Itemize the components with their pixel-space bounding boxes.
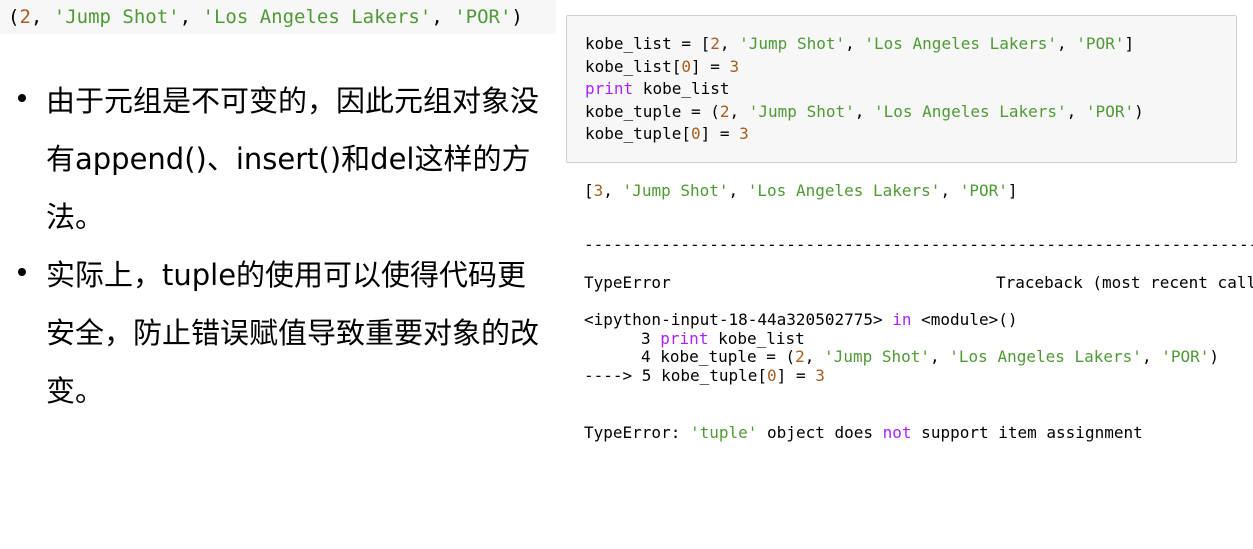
tuple-string-3: 'POR' — [454, 6, 512, 28]
code-line-3: print kobe_list — [585, 78, 1236, 101]
list-output: [3, 'Jump Shot', 'Los Angeles Lakers', '… — [584, 180, 1018, 202]
code-token: kobe_tuple = ( — [585, 101, 720, 121]
trace-number: 3 — [815, 365, 825, 385]
trace-token: ) — [1209, 347, 1220, 367]
trace-keyword: print — [660, 328, 709, 348]
output-token: , — [603, 181, 623, 200]
error-keyword: not — [882, 423, 912, 442]
trace-token: , — [1141, 347, 1162, 367]
error-arrow-icon: ----> — [584, 365, 642, 385]
trace-token: kobe_tuple[ — [651, 365, 768, 385]
line-number: 5 — [641, 365, 652, 385]
trace-token: , — [930, 347, 950, 367]
open-paren: ( — [8, 6, 20, 28]
code-token: , — [719, 34, 740, 53]
trace-token: <ipython-input-18-44a320502775> — [584, 311, 893, 329]
traceback-location: <ipython-input-18-44a320502775> in <modu… — [584, 311, 1253, 330]
output-string: 'Jump Shot' — [622, 181, 729, 200]
code-string: 'Los Angeles Lakers' — [874, 101, 1067, 121]
output-token: , — [728, 181, 748, 200]
trace-token: ] = — [776, 365, 816, 385]
trace-token: , — [804, 347, 825, 367]
code-string: 'POR' — [1085, 101, 1135, 121]
code-token: ] = — [700, 124, 740, 144]
trace-number: 2 — [795, 347, 805, 367]
output-token: [ — [584, 181, 594, 200]
output-number: 3 — [593, 181, 604, 200]
error-token: TypeError: — [584, 423, 690, 442]
traceback-frame-5: ----> 5 kobe_tuple[0] = 3 — [584, 365, 1253, 386]
bullet-text: 实际上，tuple的使用可以使得代码更安全，防止错误赋值导致重要对象的改变。 — [46, 258, 540, 408]
trace-keyword: in — [892, 311, 912, 329]
separator: , — [179, 6, 203, 28]
traceback-frame-4: 4 kobe_tuple = (2, 'Jump Shot', 'Los Ang… — [584, 347, 1253, 367]
code-string: 'Los Angeles Lakers' — [864, 34, 1058, 53]
code-string: 'Jump Shot' — [739, 34, 846, 53]
bullet-list: 由于元组是不可变的，因此元组对象没有append()、insert()和del这… — [18, 72, 548, 420]
traceback-divider: ----------------------------------------… — [584, 235, 1253, 254]
code-token: ] = — [690, 56, 730, 76]
trace-token: kobe_tuple = ( — [650, 347, 796, 367]
code-token: kobe_list = [ — [585, 34, 711, 53]
bullet-item-immutable: 由于元组是不可变的，因此元组对象没有append()、insert()和del这… — [18, 72, 548, 246]
code-token: kobe_list — [633, 79, 730, 99]
traceback-header: TypeError Traceback (most recent call la… — [584, 272, 1253, 296]
tuple-output-strip: (2, 'Jump Shot', 'Los Angeles Lakers', '… — [0, 0, 556, 34]
bullet-dot-icon — [18, 94, 26, 102]
code-number: 3 — [739, 124, 749, 144]
code-token: , — [854, 101, 874, 121]
output-string: 'Los Angeles Lakers' — [747, 181, 941, 200]
bullet-item-safety: 实际上，tuple的使用可以使得代码更安全，防止错误赋值导致重要对象的改变。 — [18, 246, 548, 420]
code-number: 0 — [690, 124, 701, 144]
code-keyword: print — [585, 79, 634, 99]
code-input-cell[interactable]: kobe_list = [2, 'Jump Shot', 'Los Angele… — [566, 15, 1237, 163]
error-name: TypeError — [584, 273, 671, 292]
bullet-dot-icon — [18, 268, 26, 276]
trace-token: kobe_list — [708, 328, 805, 348]
trace-string: 'Los Angeles Lakers' — [949, 347, 1142, 367]
line-number: 4 — [641, 347, 651, 367]
close-paren: ) — [511, 6, 523, 28]
separator: , — [30, 6, 54, 28]
output-token: , — [940, 181, 960, 200]
error-message: TypeError: 'tuple' object does not suppo… — [584, 422, 1143, 444]
traceback-body: <ipython-input-18-44a320502775> in <modu… — [584, 311, 1253, 385]
tuple-string-2: 'Los Angeles Lakers' — [202, 6, 432, 28]
separator: , — [431, 6, 455, 28]
error-string: 'tuple' — [689, 423, 758, 442]
traceback-frame-3: 3 print kobe_list — [584, 328, 1253, 349]
code-number: 0 — [681, 56, 691, 76]
code-token: kobe_list[ — [585, 56, 682, 76]
output-token: ] — [1007, 181, 1018, 200]
error-token: support item assignment — [911, 423, 1143, 442]
code-token: ) — [1134, 101, 1144, 121]
trace-string: 'POR' — [1161, 347, 1210, 367]
trace-string: 'Jump Shot' — [824, 347, 931, 367]
line-number: 3 — [641, 328, 651, 348]
bullet-text: 由于元组是不可变的，因此元组对象没有append()、insert()和del这… — [46, 84, 540, 234]
code-number: 2 — [710, 34, 720, 53]
code-line-4: kobe_tuple = (2, 'Jump Shot', 'Los Angel… — [585, 101, 1236, 124]
trace-token: <module>() — [911, 311, 1018, 329]
code-number: 3 — [729, 56, 740, 76]
trace-number: 0 — [767, 365, 777, 385]
code-line-2: kobe_list[0] = 3 — [585, 56, 1236, 79]
tuple-string-1: 'Jump Shot' — [53, 6, 180, 28]
tuple-number: 2 — [19, 6, 31, 28]
output-string: 'POR' — [959, 181, 1008, 200]
code-string: 'POR' — [1076, 34, 1125, 53]
traceback-label: Traceback (most recent call last) — [996, 273, 1253, 292]
error-token: object does — [757, 423, 883, 442]
code-line-1: kobe_list = [2, 'Jump Shot', 'Los Angele… — [585, 33, 1236, 56]
code-token: kobe_tuple[ — [585, 124, 691, 144]
code-line-5: kobe_tuple[0] = 3 — [585, 123, 1236, 146]
code-token: , — [1066, 101, 1086, 121]
code-string: 'Jump Shot' — [748, 101, 855, 121]
code-token: , — [845, 34, 865, 53]
code-number: 2 — [719, 101, 730, 121]
code-token: , — [729, 101, 749, 121]
code-token: ] — [1124, 34, 1135, 53]
code-token: , — [1057, 34, 1077, 53]
